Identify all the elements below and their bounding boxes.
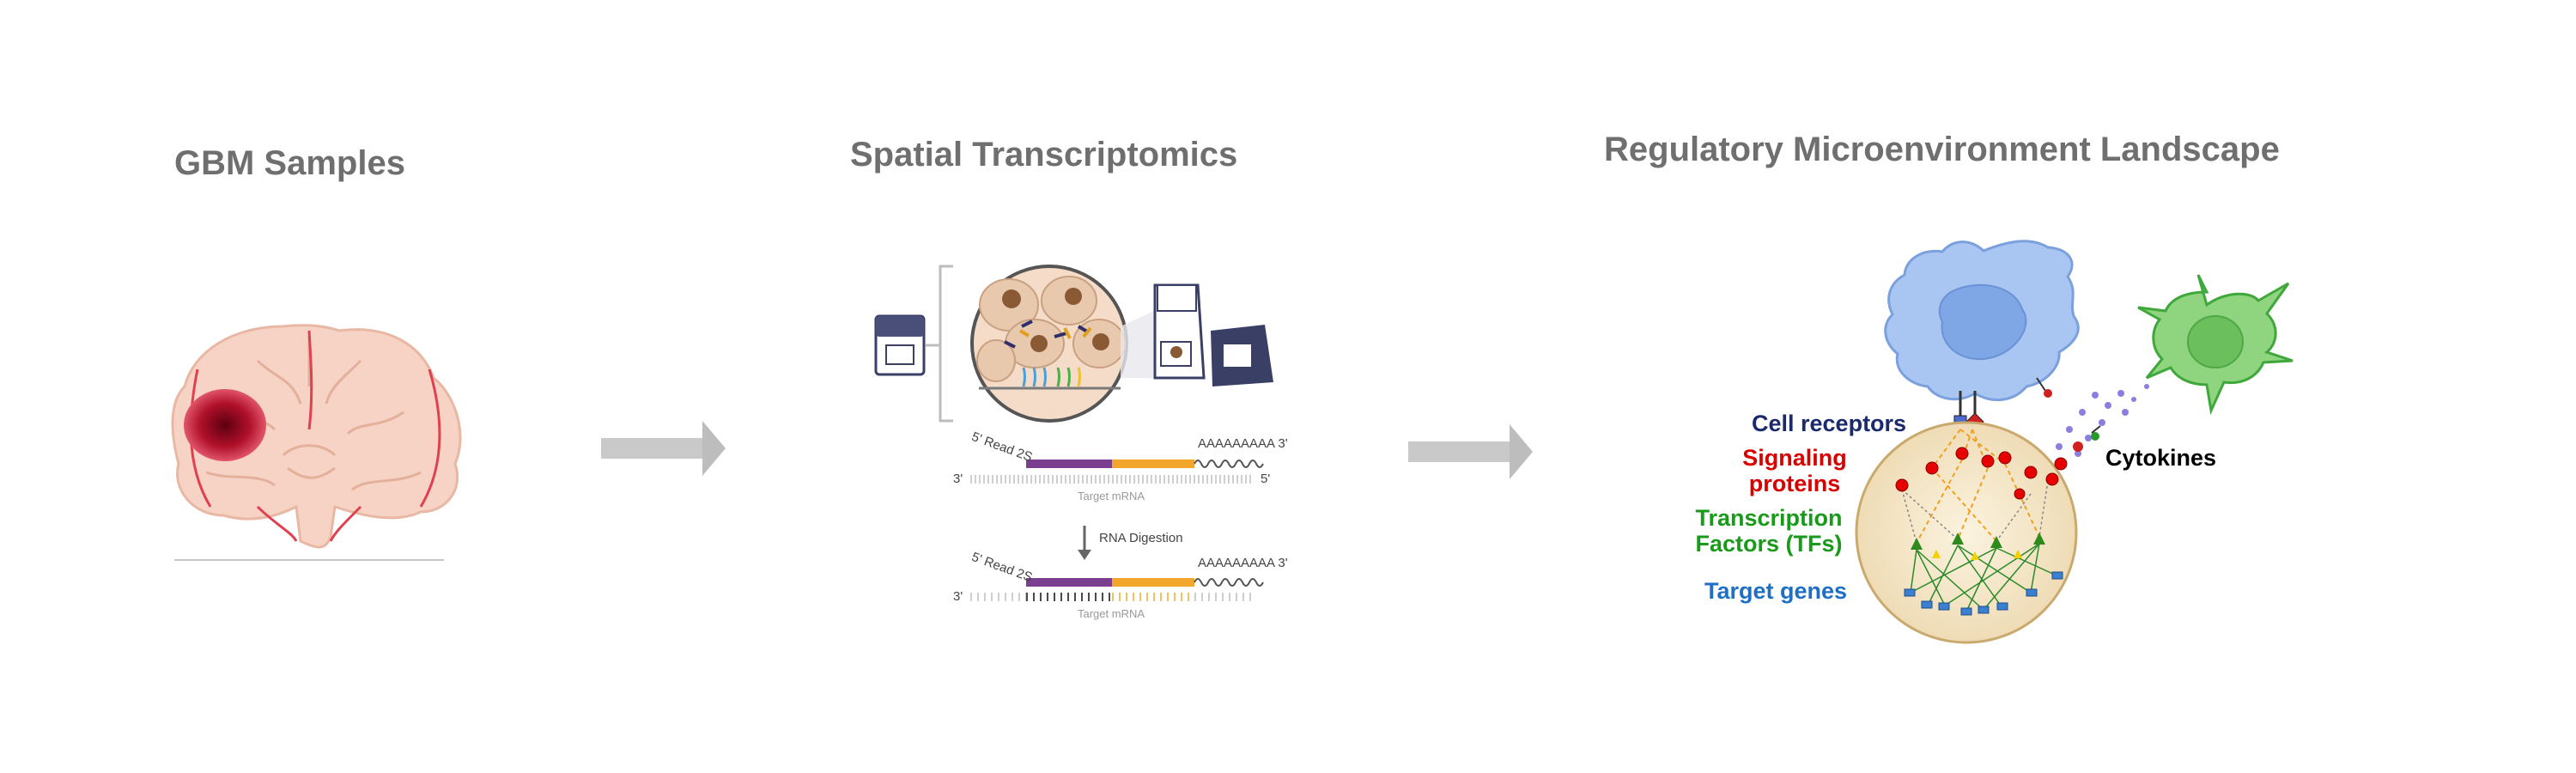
cytokine-particles [2056, 384, 2149, 457]
three-prime-upper: 3' [953, 472, 963, 486]
target-mrna-label-upper: Target mRNA [1078, 490, 1145, 502]
signaling-protein-nodes [1895, 447, 2068, 500]
cytokines-label: Cytokines [2105, 445, 2217, 471]
tf-yellow-nodes [1932, 550, 2022, 560]
bracket [926, 265, 953, 423]
instrument-icon [1121, 283, 1273, 386]
poly-a-upper: AAAAAAAAA 3' [1198, 436, 1288, 451]
three-prime-lower: 3' [953, 589, 963, 604]
cell-receptors-label: Cell receptors [1752, 411, 1907, 436]
arrow-right-icon [1408, 424, 1533, 479]
immune-cell-icon [1884, 240, 2080, 431]
target-mrna-label-lower: Target mRNA [1078, 607, 1145, 620]
receptor-ligand-nodes [2073, 425, 2101, 452]
dendritic-cell-icon [2137, 274, 2293, 416]
brain-icon [171, 324, 462, 549]
spatial-title: Spatial Transcriptomics [850, 136, 1238, 173]
probe-diagram-upper [970, 460, 1264, 484]
tf-nodes [1911, 533, 2045, 550]
probe-diagram-lower [970, 578, 1264, 601]
target-gene-nodes [1904, 571, 2063, 616]
arrow-down-icon [1078, 526, 1091, 560]
landscape-title: Regulatory Microenvironment Landscape [1604, 131, 2280, 168]
tumor-icon [184, 389, 266, 461]
five-prime-upper: 5' [1261, 472, 1271, 486]
poly-a-lower: AAAAAAAAA 3' [1198, 556, 1288, 570]
transcription-factors-label: Transcription Factors (TFs) [1695, 505, 1843, 557]
rna-digestion-label: RNA Digestion [1099, 531, 1183, 545]
target-genes-label: Target genes [1704, 578, 1848, 604]
cell-magnifier-icon [970, 265, 1128, 423]
arrow-right-icon [601, 421, 726, 476]
signaling-proteins-label: Signaling proteins [1742, 445, 1847, 496]
gbm-title: GBM Samples [174, 144, 405, 182]
slide-icon [874, 314, 926, 376]
